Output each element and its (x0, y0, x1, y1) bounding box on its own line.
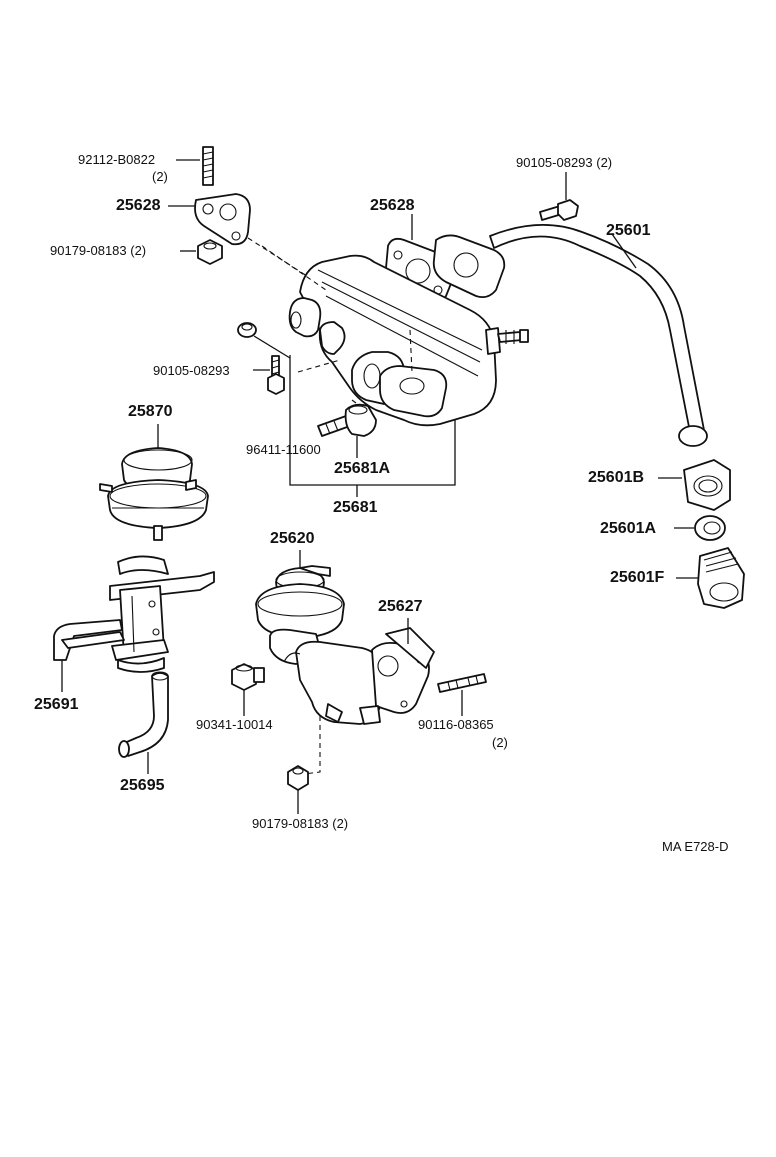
label-92112-b0822: 92112-B0822 (78, 152, 156, 167)
label-90105-mid: 90105-08293 (153, 363, 230, 378)
vacuum-modulator-25870 (99, 447, 209, 541)
label-90179-top: 90179-08183 (2) (50, 243, 147, 258)
egr-flange-gasket-25627 (283, 627, 435, 725)
label-25601f: 25601F (610, 569, 665, 586)
egr-valve-25620 (255, 565, 345, 665)
label-25601: 25601 (606, 222, 651, 239)
label-90116-08365: 90116-08365 (418, 717, 494, 732)
label-90105-top: 90105-08293 (2) (516, 155, 613, 170)
label-25601b: 25601B (588, 469, 645, 486)
figure-code: MA E728-D (662, 839, 729, 854)
label-25627: 25627 (378, 598, 423, 615)
nut-25601b (683, 459, 731, 511)
hose-25695 (118, 671, 169, 758)
label-25628-left: 25628 (116, 197, 161, 214)
bolt-90105-mid (267, 355, 285, 395)
label-25628-right: 25628 (370, 197, 415, 214)
bolt-90105-top (539, 199, 579, 221)
label-90341-10014: 90341-10014 (196, 717, 273, 732)
union-fitting-25681a (317, 403, 377, 437)
label-92112-qty: (2) (152, 169, 168, 184)
label-25691: 25691 (34, 696, 79, 713)
label-25601a: 25601A (600, 520, 657, 537)
nut-90179-top (197, 239, 223, 265)
label-25695: 25695 (120, 777, 165, 794)
label-90179-bottom: 90179-08183 (2) (252, 816, 349, 831)
stud-90116 (437, 673, 487, 693)
plug-90341 (231, 663, 265, 691)
bracket-25691 (53, 555, 215, 673)
sleeve-25601a (694, 515, 726, 541)
egr-cooler-body (288, 254, 529, 427)
label-25870: 25870 (128, 403, 173, 420)
label-90116-qty: (2) (492, 735, 508, 750)
plug-washer (237, 322, 257, 338)
label-25620: 25620 (270, 530, 315, 547)
label-96411-11600: 96411-11600 (246, 442, 321, 457)
nut-90179-bottom (287, 765, 309, 791)
label-25681a: 25681A (334, 460, 391, 477)
label-25681: 25681 (333, 499, 378, 516)
gasket-25628-left (194, 193, 251, 246)
egr-pipe-25601 (432, 224, 708, 447)
union-25601f (697, 547, 745, 609)
stud-bolt-92112 (202, 146, 214, 186)
